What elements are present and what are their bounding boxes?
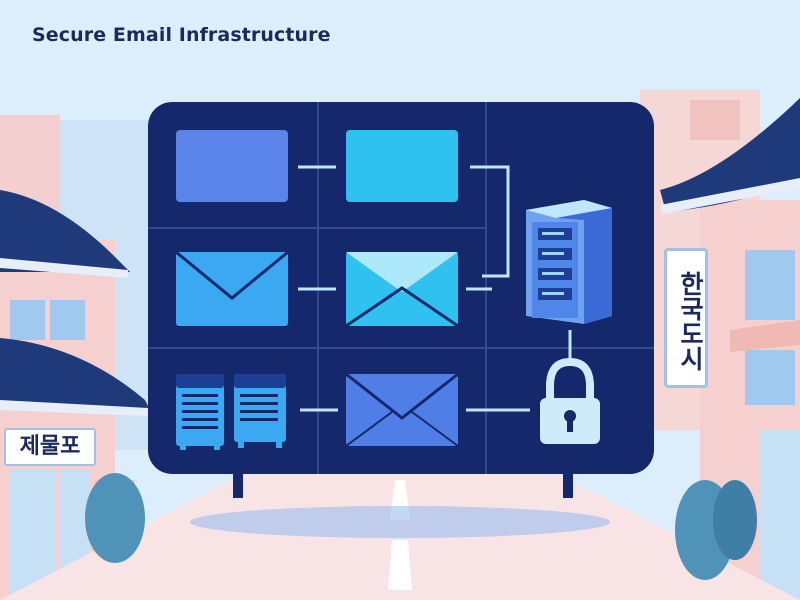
lock-icon [540,357,600,444]
server-icon [526,200,612,324]
envelope-icon-1 [175,250,289,326]
street-sign-right: 한국도시 [664,248,708,388]
road [0,470,800,600]
connectors [298,165,572,412]
document-icon-2 [234,374,286,448]
panel-2 [346,130,458,202]
panel-1 [176,130,288,202]
page-title: Secure Email Infrastructure [32,24,331,46]
street-sign-left: 제물포 [4,428,96,466]
trees [85,473,757,580]
open-envelope-icon [345,252,459,328]
envelope-icon-2 [345,372,459,447]
document-icon-1 [176,374,224,450]
